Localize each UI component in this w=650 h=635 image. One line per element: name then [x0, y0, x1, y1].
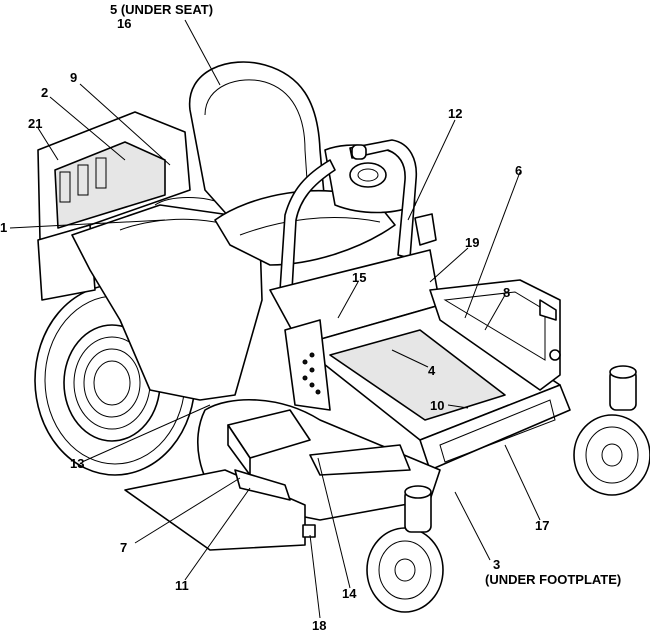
chassis-frame — [269, 213, 571, 471]
callout-5: 5 (UNDER SEAT) — [110, 2, 213, 17]
callout-2: 2 — [41, 85, 48, 100]
front-left-caster — [366, 485, 444, 613]
callout-19: 19 — [465, 235, 479, 250]
callout-15: 15 — [352, 270, 366, 285]
front-right-caster — [573, 365, 650, 496]
callout-9: 9 — [70, 70, 77, 85]
callout-labels: 5 (UNDER SEAT) 16 9 2 21 1 12 6 19 15 8 … — [0, 2, 621, 633]
callout-6: 6 — [515, 163, 522, 178]
engine-shroud — [37, 111, 263, 401]
callout-11: 11 — [175, 578, 189, 593]
callout-3: 3 — [493, 557, 500, 572]
callout-10: 10 — [430, 398, 444, 413]
callout-8: 8 — [503, 285, 510, 300]
callout-13: 13 — [70, 456, 84, 471]
callout-16: 16 — [117, 16, 131, 31]
callout-21: 21 — [28, 116, 42, 131]
control-levers — [279, 139, 418, 291]
callout-3-note: (UNDER FOOTPLATE) — [485, 572, 621, 587]
callout-12: 12 — [448, 106, 462, 121]
callout-17: 17 — [535, 518, 549, 533]
leader-lines — [9, 19, 541, 619]
callout-14: 14 — [342, 586, 357, 601]
callout-7: 7 — [120, 540, 127, 555]
callout-4: 4 — [428, 363, 436, 378]
callout-1: 1 — [0, 220, 7, 235]
callout-18: 18 — [312, 618, 326, 633]
